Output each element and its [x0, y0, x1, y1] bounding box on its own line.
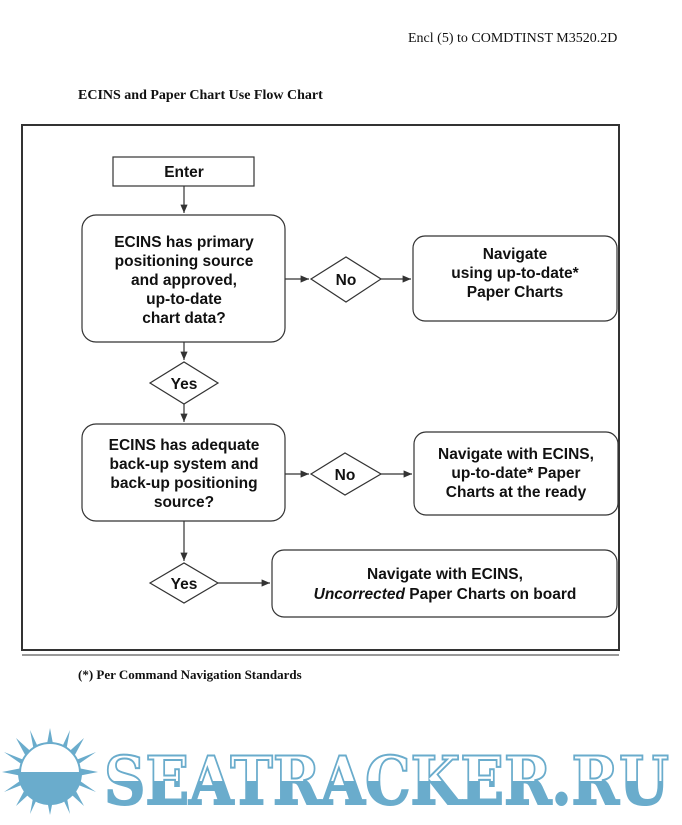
yes-diamond-1: Yes: [148, 361, 220, 405]
enter-box: Enter: [112, 156, 255, 187]
text-line: back-up positioning: [110, 475, 257, 492]
no-diamond-2: No: [309, 452, 383, 496]
text-line: Paper Charts: [467, 284, 563, 301]
text-line: up-to-date* Paper: [451, 465, 580, 482]
no-label: No: [336, 272, 357, 289]
text-line: and approved,: [131, 272, 237, 289]
text-line: Charts at the ready: [446, 484, 587, 501]
text-line: ECINS has primary: [114, 234, 254, 251]
enter-label: Enter: [164, 164, 204, 181]
text-line: Navigate with ECINS,: [367, 566, 523, 583]
enclosure-header: Encl (5) to COMDTINST M3520.2D: [408, 31, 618, 46]
result-ecins-uncorrected: Navigate with ECINS, Uncorrected Paper C…: [271, 549, 618, 618]
text-line: back-up system and: [109, 456, 258, 473]
result-paper-charts: Navigate using up-to-date* Paper Charts: [412, 235, 618, 322]
text-line: chart data?: [142, 310, 226, 327]
yes-label: Yes: [171, 576, 198, 593]
watermark-logo: SEATRACKER.RU: [104, 742, 669, 820]
text-line: using up-to-date*: [451, 265, 579, 282]
text-line: up-to-date: [146, 291, 222, 308]
page-title: ECINS and Paper Chart Use Flow Chart: [78, 88, 323, 103]
yes-diamond-2: Yes: [148, 562, 220, 604]
text-rest: Paper Charts on board: [405, 586, 576, 603]
connectors: [180, 186, 412, 587]
footnote: (*) Per Command Navigation Standards: [78, 667, 302, 682]
decision-primary-positioning: ECINS has primary positioning source and…: [81, 214, 286, 343]
sun-over-sea-icon: [2, 728, 98, 815]
text-line: positioning source: [115, 253, 254, 270]
decision-backup-system: ECINS has adequate back-up system and ba…: [81, 423, 286, 522]
yes-label: Yes: [171, 376, 198, 393]
text-line: source?: [154, 494, 214, 511]
text-line: Uncorrected Paper Charts on board: [314, 586, 577, 603]
result-ecins-paper-ready: Navigate with ECINS, up-to-date* Paper C…: [413, 431, 619, 516]
text-line: Navigate with ECINS,: [438, 446, 594, 463]
no-diamond-1: No: [309, 256, 383, 303]
text-line: Navigate: [483, 246, 548, 263]
no-label: No: [335, 467, 356, 484]
text-line: ECINS has adequate: [109, 437, 260, 454]
chart-frame: [21, 124, 620, 651]
uncorrected-italic: Uncorrected: [314, 586, 406, 603]
